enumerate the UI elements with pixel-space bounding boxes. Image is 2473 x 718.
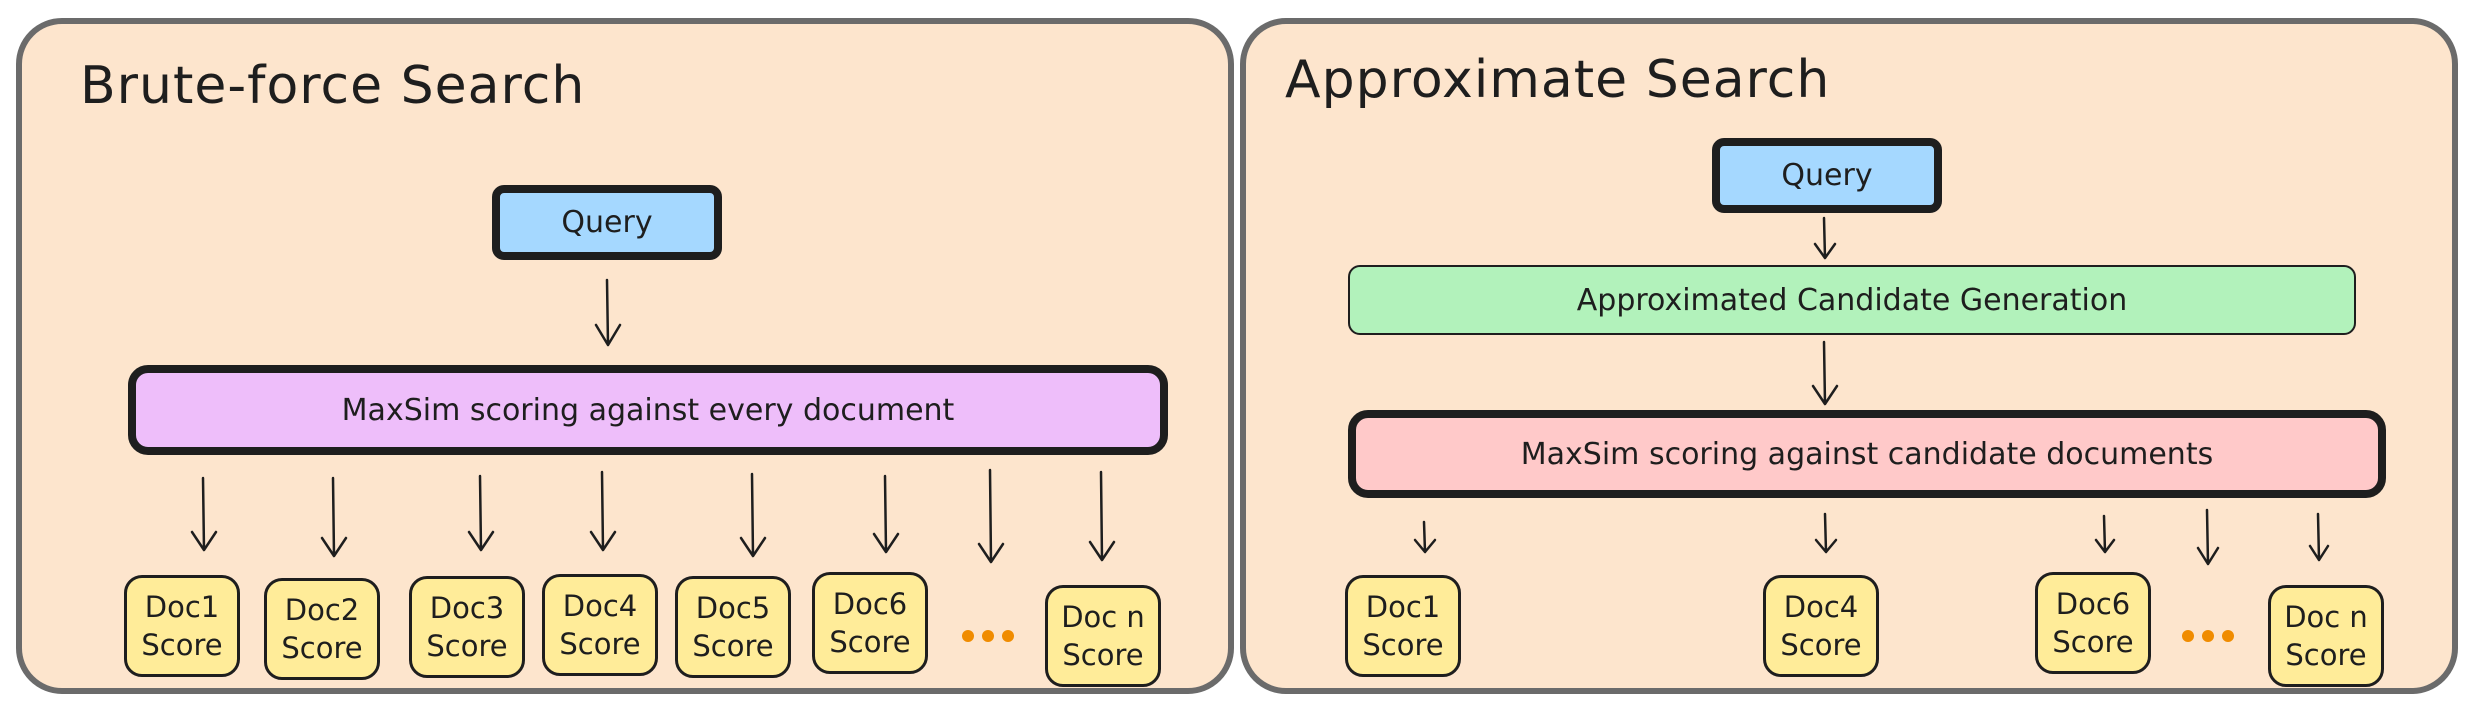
arrow-to-ap-doc4 xyxy=(1814,512,1838,554)
doc-score: Score xyxy=(559,627,641,661)
brute-force-query-box: Query xyxy=(492,185,722,260)
ellipsis-dot xyxy=(1002,630,1014,642)
doc-score: Score xyxy=(2285,638,2367,672)
bf-doc-2: Doc2 Score xyxy=(264,578,380,680)
doc-name: Doc5 xyxy=(695,591,771,625)
bf-doc-3: Doc3 Score xyxy=(409,576,525,678)
doc-score: Score xyxy=(2052,625,2134,659)
arrow-to-bf-ellipsis xyxy=(977,468,1005,564)
ellipsis-dot xyxy=(2202,630,2214,642)
doc-score: Score xyxy=(1062,638,1144,672)
doc-name: Doc6 xyxy=(2055,587,2131,621)
arrow-to-bf-doc3 xyxy=(467,474,495,552)
arrow-to-ap-doc6 xyxy=(2094,514,2116,554)
doc-name: Doc4 xyxy=(1783,590,1859,624)
arrow-candidates-to-scoring xyxy=(1811,340,1839,406)
doc-name: Doc6 xyxy=(832,587,908,621)
doc-score: Score xyxy=(426,629,508,663)
arrow-to-ap-docn xyxy=(2308,512,2330,562)
bf-doc-n: Doc n Score xyxy=(1045,585,1161,687)
brute-force-title: Brute-force Search xyxy=(80,56,586,116)
doc-name: Doc1 xyxy=(144,590,220,624)
arrow-query-to-candidates xyxy=(1813,216,1837,260)
arrow-to-bf-doc1 xyxy=(190,476,218,552)
ap-ellipsis xyxy=(2182,630,2234,642)
arrow-to-bf-doc6 xyxy=(872,474,900,554)
ellipsis-dot xyxy=(982,630,994,642)
doc-name: Doc n xyxy=(1061,600,1145,634)
bf-doc-6: Doc6 Score xyxy=(812,572,928,674)
ellipsis-dot xyxy=(962,630,974,642)
doc-score: Score xyxy=(829,625,911,659)
doc-score: Score xyxy=(141,628,223,662)
approximate-query-box: Query xyxy=(1712,138,1942,213)
ap-doc-n: Doc n Score xyxy=(2268,585,2384,687)
bf-ellipsis xyxy=(962,630,1014,642)
arrow-to-ap-doc1 xyxy=(1413,520,1437,554)
bf-doc-5: Doc5 Score xyxy=(675,576,791,678)
arrow-to-ap-ellipsis xyxy=(2196,508,2220,566)
bf-doc-4: Doc4 Score xyxy=(542,574,658,676)
ellipsis-dot xyxy=(2222,630,2234,642)
candidate-generation-box: Approximated Candidate Generation xyxy=(1348,265,2356,335)
doc-score: Score xyxy=(692,629,774,663)
arrow-query-to-scoring xyxy=(594,278,622,347)
doc-score: Score xyxy=(1362,628,1444,662)
arrow-to-bf-docn xyxy=(1088,470,1116,562)
arrow-to-bf-doc4 xyxy=(589,470,617,552)
doc-score: Score xyxy=(1780,628,1862,662)
arrow-to-bf-doc5 xyxy=(739,472,767,558)
approximate-title: Approximate Search xyxy=(1285,50,1831,110)
doc-name: Doc3 xyxy=(429,591,505,625)
doc-name: Doc2 xyxy=(284,593,360,627)
doc-name: Doc4 xyxy=(562,589,638,623)
ellipsis-dot xyxy=(2182,630,2194,642)
arrow-to-bf-doc2 xyxy=(320,476,348,558)
ap-doc-4: Doc4 Score xyxy=(1763,575,1879,677)
ap-doc-6: Doc6 Score xyxy=(2035,572,2151,674)
ap-doc-1: Doc1 Score xyxy=(1345,575,1461,677)
doc-name: Doc n xyxy=(2284,600,2368,634)
doc-name: Doc1 xyxy=(1365,590,1441,624)
maxsim-every-document-box: MaxSim scoring against every document xyxy=(128,365,1168,455)
doc-score: Score xyxy=(281,631,363,665)
bf-doc-1: Doc1 Score xyxy=(124,575,240,677)
maxsim-candidate-documents-box: MaxSim scoring against candidate documen… xyxy=(1348,410,2386,498)
